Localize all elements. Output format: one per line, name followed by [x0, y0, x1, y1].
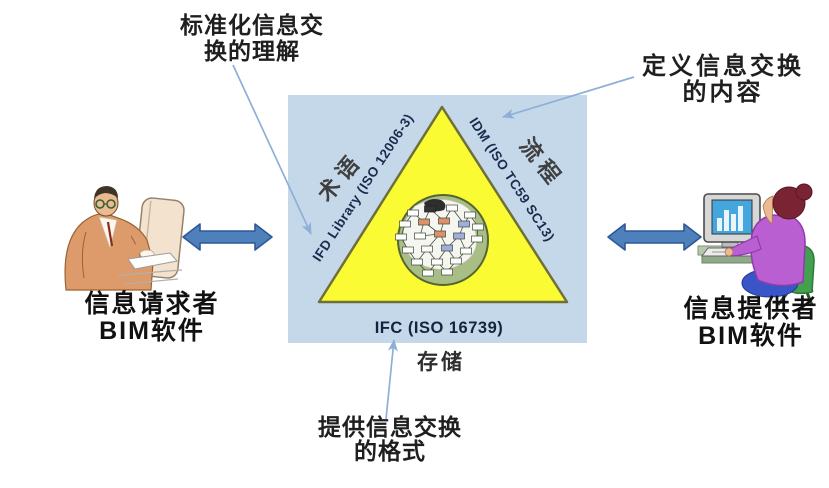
callout-define-content: 定义信息交换 的内容	[616, 54, 829, 106]
exchange-arrow-left	[182, 223, 273, 251]
leader-arrow-top-left	[232, 64, 312, 235]
actor-software: BIM软件	[99, 317, 205, 345]
ifc-standard-label: IFC (ISO 16739)	[374, 319, 504, 337]
actor-software: BIM软件	[698, 322, 804, 350]
information-requester-label: 信息请求者 BIM软件	[57, 291, 247, 345]
storage-label: 存储	[417, 351, 465, 374]
information-requester-clipart	[64, 186, 185, 291]
schema-network-illustration	[395, 194, 489, 286]
callout-line: 的格式	[354, 438, 426, 464]
information-provider-clipart	[697, 183, 815, 306]
callout-line: 的内容	[682, 79, 764, 106]
callout-line: 换的理解	[204, 38, 300, 64]
actor-role: 信息请求者	[84, 290, 220, 318]
callout-line: 提供信息交换	[318, 414, 462, 440]
leader-arrow-bottom	[385, 339, 398, 420]
callout-line: 定义信息交换	[642, 53, 804, 80]
actor-role: 信息提供者	[683, 295, 819, 323]
exchange-arrow-right	[607, 223, 702, 251]
callout-line: 标准化信息交	[180, 12, 324, 38]
leader-arrow-top-right	[502, 76, 635, 119]
callout-standardized-understanding: 标准化信息交 换的理解	[152, 12, 352, 64]
information-provider-label: 信息提供者 BIM软件	[656, 296, 829, 350]
schema-nodes	[395, 204, 484, 277]
callout-provide-format: 提供信息交换 的格式	[295, 415, 485, 463]
